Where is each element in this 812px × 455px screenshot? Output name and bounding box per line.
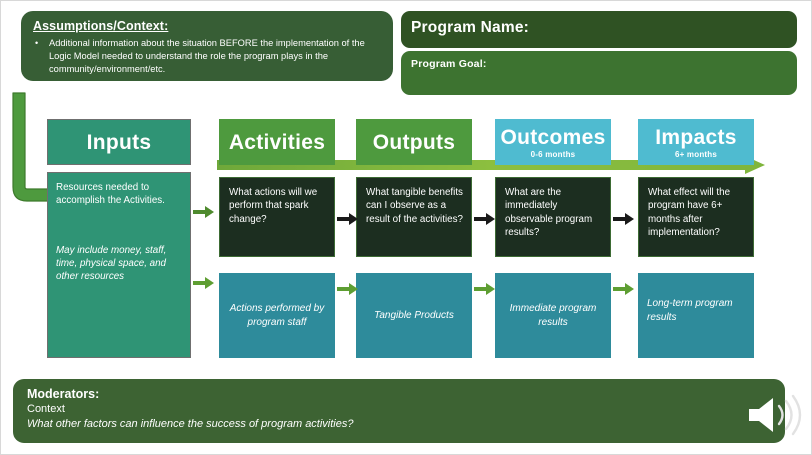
answer-box-impacts[interactable]: Long-term program results bbox=[638, 273, 754, 358]
question-box-activities[interactable]: What actions will we perform that spark … bbox=[219, 177, 335, 257]
moderators-context: Context bbox=[27, 403, 65, 415]
connector-arrow-outputs-to-outcomes-answer-icon bbox=[474, 282, 496, 295]
column-header-impacts[interactable]: Impacts 6+ months bbox=[638, 119, 754, 165]
column-header-activities[interactable]: Activities bbox=[219, 119, 335, 165]
question-box-outputs[interactable]: What tangible benefits can I observe as … bbox=[356, 177, 472, 257]
connector-arrow-activities-to-outputs-answer-icon bbox=[337, 282, 359, 295]
column-header-activities-label: Activities bbox=[228, 130, 326, 154]
speaker-icon[interactable] bbox=[745, 393, 807, 437]
connector-arrow-outputs-to-outcomes-icon bbox=[474, 212, 496, 225]
column-header-impacts-label: Impacts bbox=[655, 125, 737, 149]
answer-box-impacts-text: Long-term program results bbox=[647, 298, 733, 323]
connector-arrow-inputs-to-activities-icon bbox=[193, 205, 215, 218]
connector-arrow-activities-to-outputs-icon bbox=[337, 212, 359, 225]
program-name-banner[interactable]: Program Name: bbox=[401, 11, 797, 48]
assumptions-text: Additional information about the situati… bbox=[49, 38, 365, 75]
column-header-outputs-label: Outputs bbox=[372, 130, 456, 154]
connector-arrow-inputs-to-activities-answer-icon bbox=[193, 276, 215, 289]
bullet-icon: • bbox=[35, 38, 39, 48]
moderators-question: What other factors can influence the suc… bbox=[27, 418, 354, 430]
moderators-title: Moderators: bbox=[27, 387, 100, 401]
connector-arrow-outcomes-to-impacts-icon bbox=[613, 212, 635, 225]
process-flow-arrow-icon bbox=[217, 156, 765, 176]
column-header-outcomes[interactable]: Outcomes 0-6 months bbox=[495, 119, 611, 165]
inputs-secondary-text: May include money, staff, time, physical… bbox=[56, 245, 167, 282]
moderators-panel: Moderators: Context What other factors c… bbox=[13, 379, 785, 443]
inputs-primary-text: Resources needed to accomplish the Activ… bbox=[56, 182, 165, 206]
program-goal-banner[interactable]: Program Goal: bbox=[401, 51, 797, 95]
column-header-inputs-label: Inputs bbox=[86, 130, 152, 154]
column-header-outcomes-subtitle: 0-6 months bbox=[530, 149, 576, 159]
answer-box-outputs-text: Tangible Products bbox=[374, 309, 454, 321]
column-header-inputs[interactable]: Inputs bbox=[47, 119, 191, 165]
question-box-impacts[interactable]: What effect will the program have 6+ mon… bbox=[638, 177, 754, 257]
answer-box-outputs[interactable]: Tangible Products bbox=[356, 273, 472, 358]
question-box-outcomes[interactable]: What are the immediately observable prog… bbox=[495, 177, 611, 257]
assumptions-context-panel: Assumptions/Context: • Additional inform… bbox=[21, 11, 393, 81]
answer-box-outcomes-text: Immediate program results bbox=[509, 303, 597, 328]
answer-box-outcomes[interactable]: Immediate program results bbox=[495, 273, 611, 358]
answer-box-activities-text: Actions performed by program staff bbox=[229, 303, 325, 328]
assumptions-title: Assumptions/Context: bbox=[33, 19, 169, 33]
column-header-impacts-subtitle: 6+ months bbox=[674, 149, 718, 159]
connector-arrow-outcomes-to-impacts-answer-icon bbox=[613, 282, 635, 295]
inputs-content-box[interactable]: Resources needed to accomplish the Activ… bbox=[47, 172, 191, 358]
column-header-outcomes-label: Outcomes bbox=[500, 125, 606, 149]
assumptions-body: • Additional information about the situa… bbox=[33, 37, 381, 77]
column-header-outputs[interactable]: Outputs bbox=[356, 119, 472, 165]
answer-box-activities[interactable]: Actions performed by program staff bbox=[219, 273, 335, 358]
